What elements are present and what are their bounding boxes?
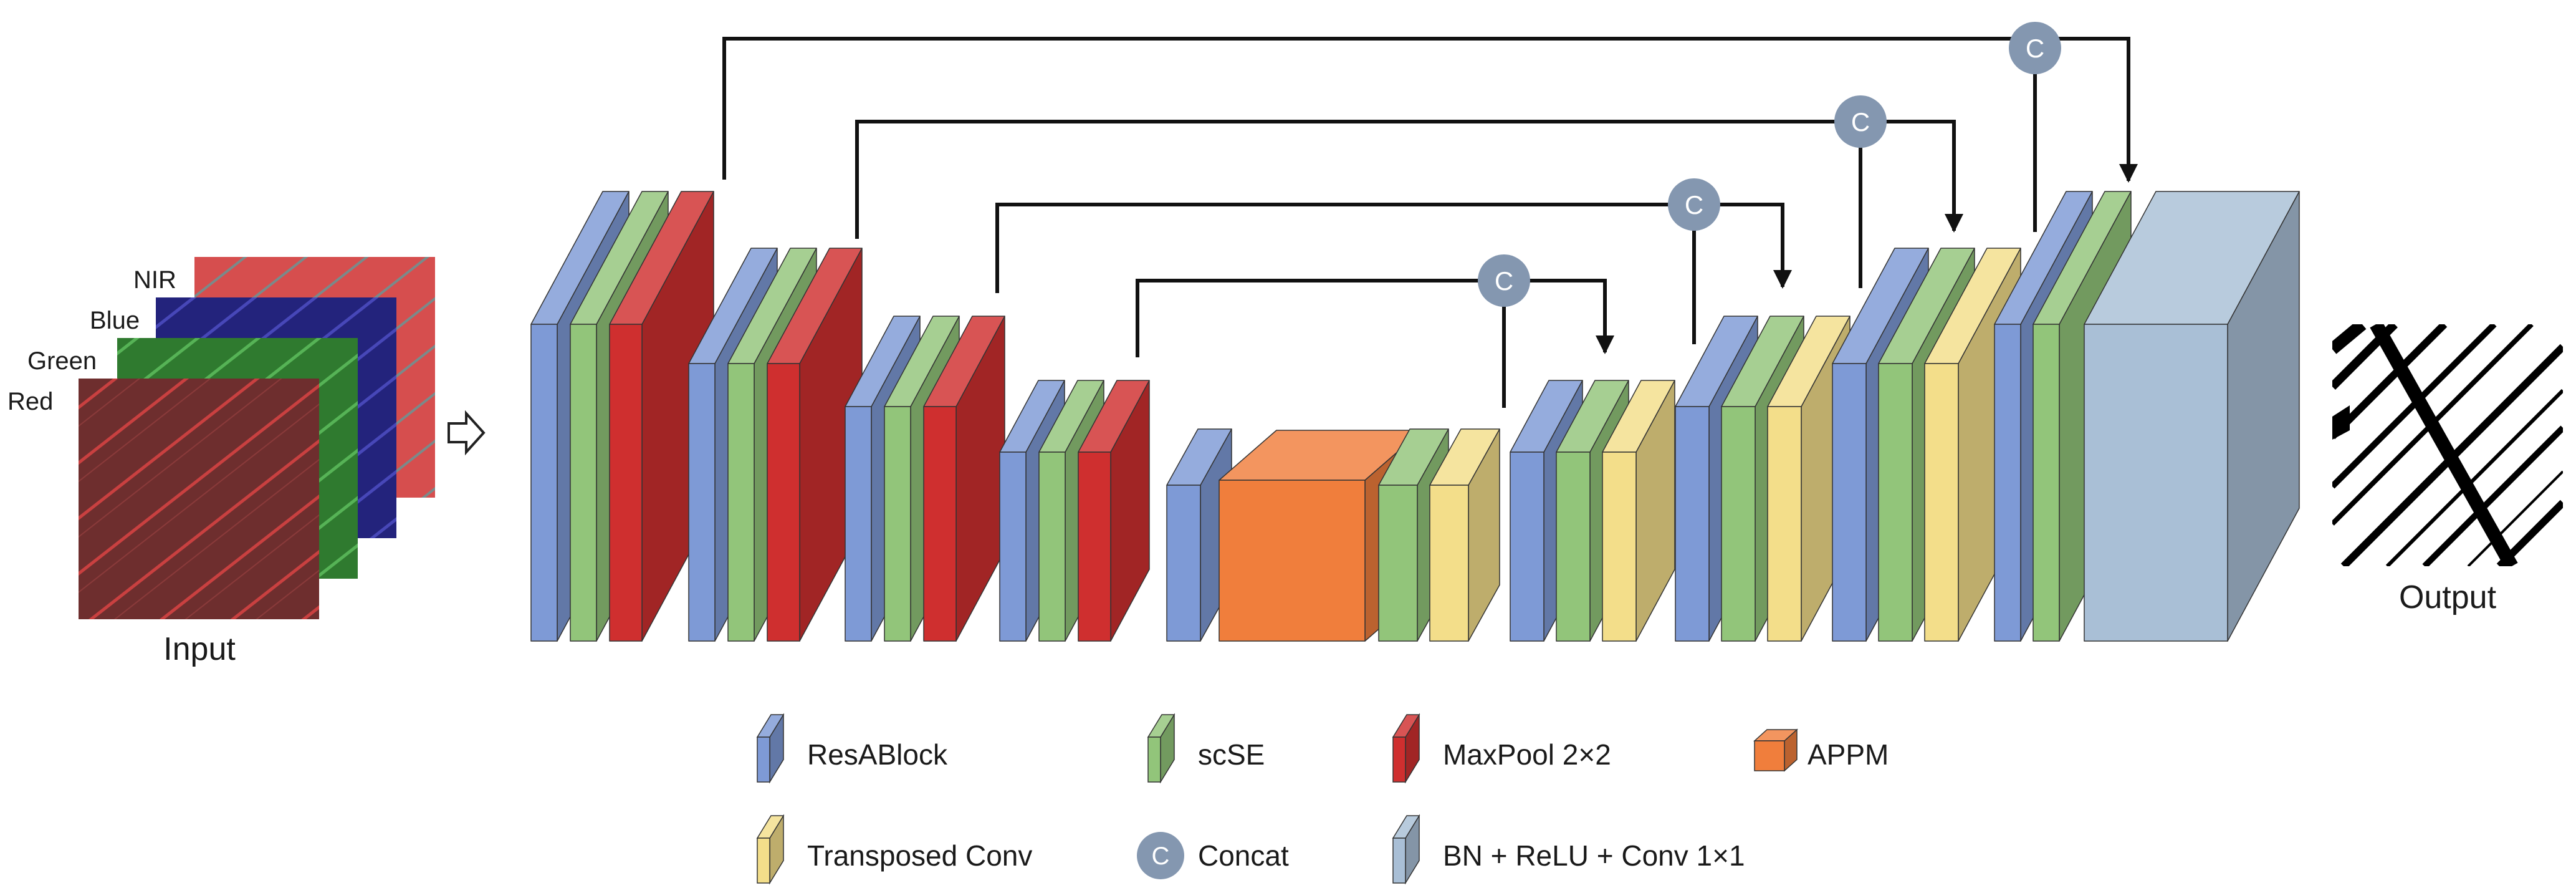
transposed-conv-layer-front [1767,406,1802,642]
appm-layer-front [1219,480,1366,642]
output-map-lines [2332,324,2563,566]
input-band-green-label: Green [27,347,97,375]
bn-relu-conv-layer [2084,191,2300,642]
maxpool-layer [923,316,1005,642]
skip-connection-2 [855,120,1963,239]
concat-node-2: C [1834,95,1887,148]
scse-layer-front [727,363,755,642]
block-icon [1392,713,1420,784]
scse-layer-front [884,406,911,642]
legend-item-concat: C Concat [1137,832,1289,879]
input-band-red-label: Red [7,388,53,415]
maxpool-layer-front [609,324,643,642]
concat-symbol: C [1152,842,1170,870]
transposed-conv-layer-front [1924,363,1959,642]
concat-symbol: C [1495,266,1513,296]
circle-c-icon: C [1137,832,1184,879]
input-band-blue-label: Blue [90,307,140,334]
resablock-layer-front [1832,363,1867,642]
block-icon [756,814,785,885]
cube-icon [1753,728,1798,772]
block-icon [756,713,785,784]
maxpool-layer [609,191,714,642]
legend-item-resablock: ResABlock [756,713,948,784]
scse-layer-front [1721,406,1756,642]
maxpool-layer-front [923,406,957,642]
scse-layer-front [1878,363,1913,642]
legend-item-bn-relu-conv: BN + ReLU + Conv 1×1 [1392,814,1745,885]
input-band-red-image [79,379,319,619]
concat-symbol: C [1851,107,1870,137]
legend-label: Transposed Conv [807,839,1032,872]
concat-icon [1834,95,1887,148]
concat-icon [1668,178,1720,231]
skip-connection-4 [1136,279,1614,357]
maxpool-layer-front [767,363,800,642]
legend-label: Concat [1198,839,1289,872]
resablock-layer-front [1675,406,1710,642]
concat-symbol: C [1685,190,1703,220]
concat-node-1: C [2009,22,2061,74]
scse-layer-front [570,324,597,642]
resablock-layer-front [688,363,716,642]
input-caption: Input [163,631,236,667]
skip-connection-3 [995,203,1792,293]
concat-icon [2009,22,2061,74]
legend: ResABlock scSE MaxPool 2×2 APPM Transposed C… [756,713,1889,885]
network-blocks [530,191,2300,642]
skip-connection-1 [722,37,2138,183]
output-caption: Output [2399,579,2497,615]
transposed-conv-layer [1602,380,1675,642]
legend-label: APPM [1808,738,1889,771]
legend-label: MaxPool 2×2 [1443,738,1611,771]
concat-symbol: C [2026,34,2044,63]
resablock-layer-front [1510,451,1544,642]
concat-icon [1478,254,1530,307]
resablock-layer-front [1166,485,1201,642]
bn-relu-conv-layer-front [2084,324,2228,642]
legend-label: BN + ReLU + Conv 1×1 [1443,839,1745,872]
transposed-conv-layer-front [1429,485,1469,642]
legend-item-scse: scSE [1147,713,1265,784]
legend-label: ResABlock [807,738,948,771]
resablock-layer-front [999,451,1027,642]
maxpool-layer-front [1078,451,1111,642]
scse-layer-front [1378,485,1418,642]
input-stack: NIR Blue Green Red Input [7,257,435,667]
scse-layer-front [1038,451,1066,642]
scse-layer-front [2033,324,2060,642]
legend-label: scSE [1198,738,1265,771]
resablock-layer-front [1994,324,2021,642]
legend-item-appm: APPM [1753,728,1889,772]
block-icon [1392,814,1420,885]
input-arrow-icon [448,410,486,456]
legend-item-maxpool: MaxPool 2×2 [1392,713,1611,784]
concat-nodes: C C C C [1478,22,2061,307]
scse-layer-front [1556,451,1591,642]
transposed-conv-layer-front [1602,451,1637,642]
concat-node-3: C [1668,178,1720,231]
legend-item-transposed-conv: Transposed Conv [756,814,1032,885]
input-band-nir-label: NIR [133,266,176,294]
block-icon [1147,713,1175,784]
concat-node-4: C [1478,254,1530,307]
maxpool-layer [1078,380,1150,642]
skip-connections [722,37,2138,408]
resablock-layer-front [845,406,872,642]
output-map: Output [2332,324,2563,615]
transposed-conv-layer [1429,428,1500,642]
resablock-layer-front [530,324,558,642]
